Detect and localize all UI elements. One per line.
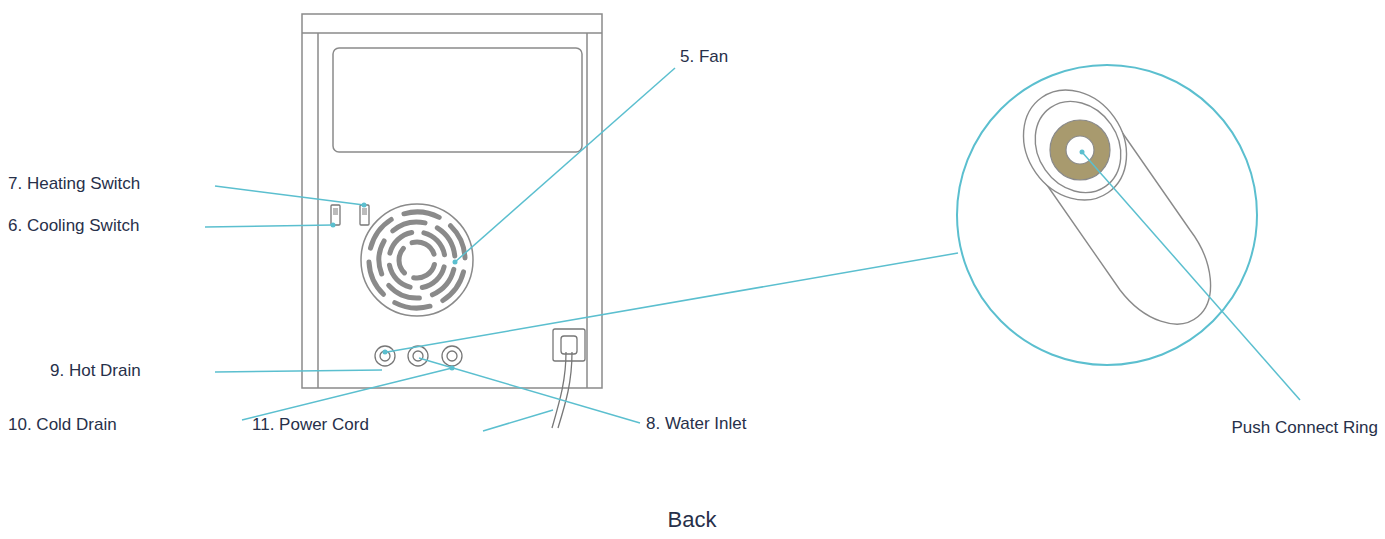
callout-label: 9. Hot Drain: [50, 361, 141, 381]
fan-slot: [393, 222, 425, 231]
fan-slot: [404, 212, 439, 217]
zoom-detail: [957, 65, 1257, 365]
fan-slot: [412, 242, 434, 254]
switches: [331, 205, 369, 225]
caption: Back: [668, 507, 717, 533]
housing: [302, 14, 602, 388]
leader-lines: [205, 68, 1300, 431]
callout-label: 7. Heating Switch: [8, 174, 140, 194]
fan-slot: [414, 265, 435, 278]
callout-label: 11. Power Cord: [252, 415, 369, 435]
power-socket: [552, 329, 585, 428]
fan-slot: [395, 303, 430, 308]
callout-label: 6. Cooling Switch: [8, 216, 139, 236]
fittings: [375, 346, 462, 366]
callout-label: 10. Cold Drain: [8, 415, 117, 435]
callout-label: 5. Fan: [680, 47, 728, 67]
fan-rim: [361, 204, 473, 316]
fan-grille: [361, 204, 473, 316]
callout-label: Push Connect Ring: [1232, 418, 1378, 438]
fan-slot: [399, 248, 404, 273]
leader-dots: [331, 150, 1085, 371]
callout-label: 8. Water Inlet: [646, 414, 746, 434]
fan-slot: [379, 241, 384, 274]
